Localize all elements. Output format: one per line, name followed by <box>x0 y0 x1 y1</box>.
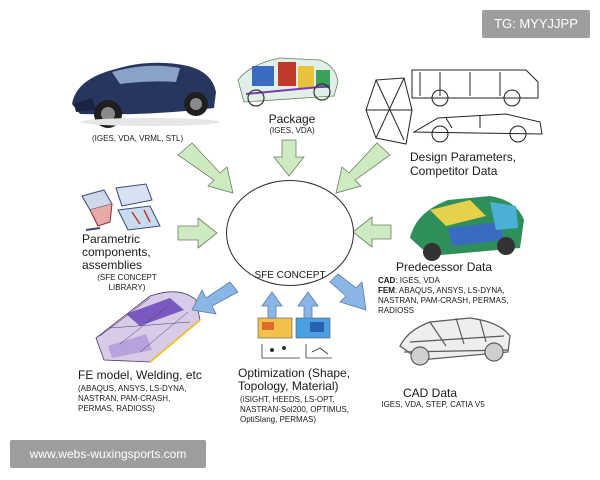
watermark-top: TG: MYYJJPP <box>482 10 590 38</box>
design-drawing-icon <box>365 69 543 145</box>
fe-model-line3: PERMAS, RADIOSS) <box>78 404 155 413</box>
arrow-predecessor-to-center <box>352 216 392 248</box>
parametric-title-line1: Parametric <box>82 232 141 246</box>
arrow-center-to-cad-data <box>329 273 367 311</box>
package-formats: (IGES, VDA) <box>269 126 315 135</box>
arrow-optimization-up-right <box>297 291 319 319</box>
arrow-design-to-center <box>335 142 391 194</box>
parametric-parts-icon <box>81 183 161 231</box>
fem-value: : ABAQUS, ANSYS, LS-DYNA, <box>394 286 505 295</box>
cad-value: : IGES, VDA <box>395 276 440 285</box>
optimization-plot-icon <box>257 317 332 359</box>
arrow-center-to-fe-model <box>191 281 239 315</box>
watermark-bottom: www.webs-wuxingsports.com <box>10 440 206 468</box>
center-hub-label: SFE CONCEPT <box>254 270 326 281</box>
cad-data-title: CAD Data <box>402 386 458 400</box>
fe-model-line2: NASTRAN, PAM-CRASH, <box>78 394 171 403</box>
predecessor-cad: CAD: IGES, VDA <box>378 276 440 286</box>
predecessor-fem-line3: RADIOSS <box>378 306 415 315</box>
optimization-line3: OptiSlang, PERMAS) <box>240 415 317 424</box>
design-params-title-line2: Competitor Data <box>410 164 498 178</box>
output-arrows <box>191 273 367 319</box>
predecessor-title: Predecessor Data <box>396 260 493 274</box>
package-title: Package <box>268 112 316 126</box>
predecessor-body-icon <box>410 196 524 261</box>
parametric-title-line3: assemblies <box>82 258 143 272</box>
optimization-line1: (iSIGHT, HEEDS, LS-OPT, <box>240 395 335 404</box>
design-params-title-line1: Design Parameters, <box>410 150 517 164</box>
input-arrows <box>177 139 392 249</box>
cad-data-formats: IGES, VDA, STEP, CATIA V5 <box>381 400 485 409</box>
parametric-title-line2: components, <box>82 245 151 259</box>
arrow-parametric-to-center <box>177 217 218 249</box>
optimization-line2: NASTRAN-Sol200, OPTIMUS, <box>240 405 349 414</box>
body-in-white-icon <box>399 317 511 366</box>
parametric-sub-line2: LIBRARY) <box>108 283 146 292</box>
styling-formats: (IGES, VDA, VRML, STL) <box>92 134 184 143</box>
fe-model-title: FE model, Welding, etc <box>78 368 202 382</box>
parametric-sub-line1: (SFE CONCEPT <box>97 273 157 282</box>
arrow-package-to-center <box>273 139 305 177</box>
fe-model-icon <box>95 291 201 363</box>
arrow-optimization-up-left <box>261 291 283 319</box>
concept-car-render-icon <box>72 62 220 128</box>
predecessor-fem: FEM: ABAQUS, ANSYS, LS-DYNA, <box>378 286 505 296</box>
center-hub-circle <box>226 180 354 286</box>
cad-key: CAD <box>378 276 396 285</box>
optimization-title-line1: Optimization (Shape, <box>238 366 351 380</box>
package-layout-icon <box>237 57 339 107</box>
fem-key: FEM <box>378 286 395 295</box>
fe-model-line1: (ABAQUS, ANSYS, LS-DYNA, <box>78 384 187 393</box>
optimization-title-line2: Topology, Material) <box>238 379 339 393</box>
predecessor-fem-line2: NASTRAN, PAM-CRASH, PERMAS, <box>378 296 509 305</box>
arrow-styling-to-center <box>177 142 234 194</box>
